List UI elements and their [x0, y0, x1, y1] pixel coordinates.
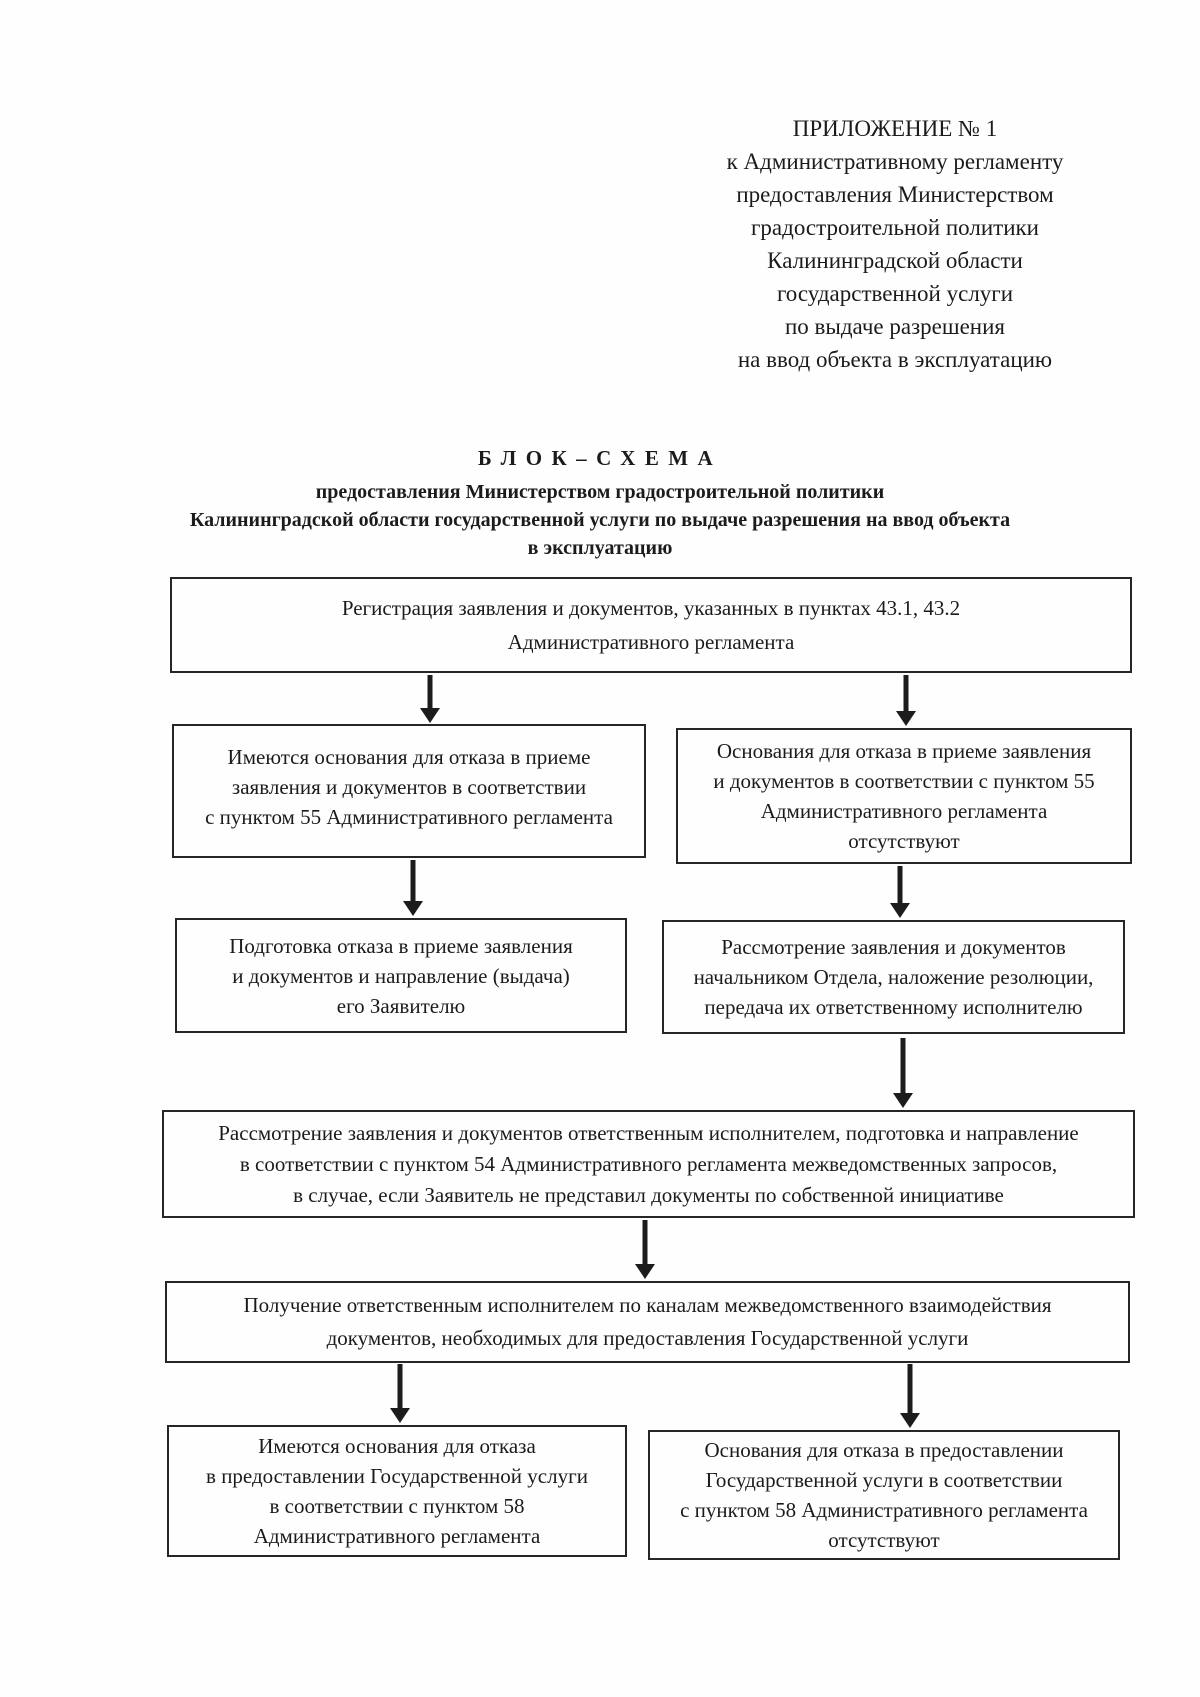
box-text-line: Основания для отказа в приеме заявления — [716, 739, 1092, 763]
review-by-executor-box: Рассмотрение заявления и документов отве… — [162, 1110, 1135, 1218]
box-text-line: документов, необходимых для предоставлен… — [326, 1326, 969, 1350]
service-refusal-absent-box: Основания для отказа в предоставлении Го… — [648, 1430, 1120, 1560]
box-text-line: отсутствуют — [848, 829, 960, 853]
flow-arrow-down — [895, 675, 917, 726]
box-text-line: Государственной услуги в соответствии — [705, 1468, 1063, 1492]
box-text-line: Административного регламента — [507, 630, 795, 654]
refusal-grounds-exist-box: Имеются основания для отказа в приеме за… — [172, 724, 646, 858]
service-refusal-exists-box: Имеются основания для отказа в предостав… — [167, 1425, 627, 1557]
appendix-header-line: к Административному регламенту — [726, 149, 1064, 174]
box-text-line: заявления и документов в соответствии — [231, 775, 587, 799]
appendix-header-line: по выдаче разрешения — [784, 314, 1005, 339]
box-text-line: с пунктом 58 Административного регламент… — [680, 1498, 1088, 1522]
page-title: БЛОК–СХЕМА — [477, 446, 723, 470]
flow-arrow-down — [892, 1038, 914, 1108]
box-text-line: и документов и направление (выдача) — [232, 963, 570, 988]
box-text-line: Рассмотрение заявления и документов отве… — [218, 1120, 1079, 1145]
box-text-line: отсутствуют — [828, 1528, 940, 1552]
receive-documents-box: Получение ответственным исполнителем по … — [165, 1281, 1130, 1363]
box-text-line: в случае, если Заявитель не представил д… — [293, 1182, 1004, 1207]
flow-arrow-down — [402, 860, 424, 916]
appendix-header-line: ПРИЛОЖЕНИЕ № 1 — [792, 116, 998, 141]
box-text-line: его Заявителю — [336, 993, 466, 1018]
flow-arrow-down — [889, 866, 911, 918]
appendix-header: ПРИЛОЖЕНИЕ № 1 к Административному регла… — [655, 112, 1135, 376]
box-text-line: в соответствии с пунктом 54 Администрати… — [239, 1151, 1058, 1176]
scheme-title-block: БЛОК–СХЕМА предоставления Министерством … — [80, 444, 1120, 562]
box-text-line: Регистрация заявления и документов, указ… — [341, 596, 961, 620]
box-text-line: Административного регламента — [760, 799, 1048, 823]
box-text-line: и документов в соответствии с пунктом 55 — [713, 769, 1095, 793]
box-text-line: Подготовка отказа в приеме заявления — [229, 933, 573, 958]
box-text-line: в соответствии с пунктом 58 — [269, 1494, 525, 1518]
appendix-header-line: на ввод объекта в эксплуатацию — [737, 347, 1053, 372]
appendix-header-line: предоставления Министерством — [736, 182, 1054, 207]
registration-box: Регистрация заявления и документов, указ… — [170, 577, 1132, 673]
box-text-line: с пунктом 55 Административного регламент… — [205, 805, 613, 829]
flow-arrow-down — [389, 1364, 411, 1423]
appendix-header-line: градостроительной политики — [751, 215, 1039, 240]
box-text-line: Имеются основания для отказа в приеме — [227, 745, 591, 769]
appendix-header-line: государственной услуги — [776, 281, 1014, 306]
box-text-line: Получение ответственным исполнителем по … — [243, 1293, 1052, 1317]
box-text-line: Рассмотрение заявления и документов — [721, 935, 1066, 959]
box-text-line: Административного регламента — [253, 1524, 541, 1548]
box-text-line: передача их ответственному исполнителю — [704, 995, 1083, 1019]
review-by-head-box: Рассмотрение заявления и документов нача… — [662, 920, 1125, 1034]
box-text-line: в предоставлении Государственной услуги — [206, 1464, 588, 1488]
box-text-line: начальником Отдела, наложение резолюции, — [693, 965, 1094, 989]
flow-arrow-down — [419, 675, 441, 723]
prepare-refusal-box: Подготовка отказа в приеме заявления и д… — [175, 918, 627, 1033]
scheme-subtitle-line: предоставления Министерством градостроит… — [315, 481, 885, 503]
flow-arrow-down — [634, 1220, 656, 1279]
scheme-subtitle-line: в эксплуатацию — [527, 537, 673, 559]
scheme-subtitle-line: Калининградской области государственной … — [189, 509, 1011, 531]
box-text-line: Основания для отказа в предоставлении — [704, 1438, 1064, 1462]
refusal-grounds-absent-box: Основания для отказа в приеме заявления … — [676, 728, 1132, 864]
box-text-line: Имеются основания для отказа — [258, 1434, 536, 1458]
flow-arrow-down — [899, 1364, 921, 1428]
appendix-header-line: Калининградской области — [767, 248, 1023, 273]
